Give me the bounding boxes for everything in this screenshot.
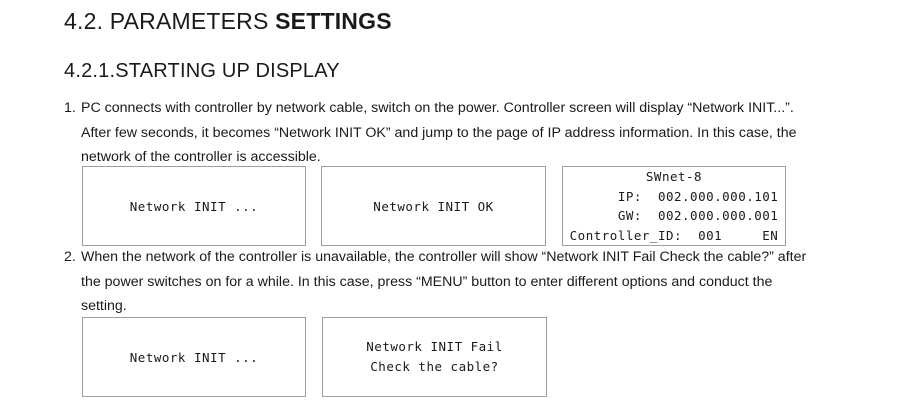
screen-text: Network INIT ... bbox=[129, 349, 259, 365]
paragraph-line: the power switches on for a while. In th… bbox=[81, 273, 773, 290]
screen-ip-info: SWnet-8 IP: 002.000.000.101 GW: 002.000.… bbox=[562, 166, 786, 246]
screen-network-init-ok: Network INIT OK bbox=[321, 166, 546, 246]
subsection-heading: 4.2.1.STARTING UP DISPLAY bbox=[64, 60, 340, 83]
screen-controller-id-line: Controller_ID: 001 EN bbox=[569, 227, 779, 243]
list-number: 2. bbox=[64, 249, 76, 265]
subsection-number: 4.2.1. bbox=[64, 60, 116, 82]
screen-network-init: Network INIT ... bbox=[82, 166, 306, 246]
list-number: 1. bbox=[64, 100, 76, 116]
paragraph-text: PC connects with controller by network c… bbox=[81, 100, 794, 116]
screen-gw-line: GW: 002.000.000.001 bbox=[617, 208, 779, 223]
section-number: 4.2. bbox=[64, 8, 104, 34]
paragraph-text: When the network of the controller is un… bbox=[81, 249, 807, 265]
screen-text-line1: Network INIT Fail bbox=[366, 339, 503, 354]
paragraph-line: setting. bbox=[81, 298, 127, 314]
screen-device-name: SWnet-8 bbox=[645, 169, 703, 184]
section-heading: 4.2. PARAMETERS SETTINGS bbox=[64, 8, 392, 35]
screen-ip-line: IP: 002.000.000.101 bbox=[617, 188, 779, 204]
list-item-1: 1. PC connects with controller by network… bbox=[64, 96, 864, 170]
paragraph-line: 2. When the network of the controller is … bbox=[64, 245, 864, 270]
screen-text-line2: Check the cable? bbox=[370, 359, 499, 374]
list-item-2: 2. When the network of the controller is … bbox=[64, 245, 864, 319]
screen-text: Network INIT OK bbox=[373, 198, 494, 214]
screen-text: Network INIT ... bbox=[129, 198, 259, 214]
section-title-bold: SETTINGS bbox=[275, 8, 392, 34]
screen-network-init: Network INIT ... bbox=[82, 317, 306, 397]
paragraph-line: 1. PC connects with controller by network… bbox=[64, 96, 864, 121]
screen-network-init-fail: Network INIT Fail Check the cable? bbox=[322, 317, 547, 397]
subsection-title: STARTING UP DISPLAY bbox=[115, 60, 340, 82]
paragraph-line: After few seconds, it becomes “Network I… bbox=[81, 124, 797, 141]
paragraph-line: network of the controller is accessible. bbox=[81, 149, 321, 165]
section-title-normal: PARAMETERS bbox=[109, 8, 269, 34]
